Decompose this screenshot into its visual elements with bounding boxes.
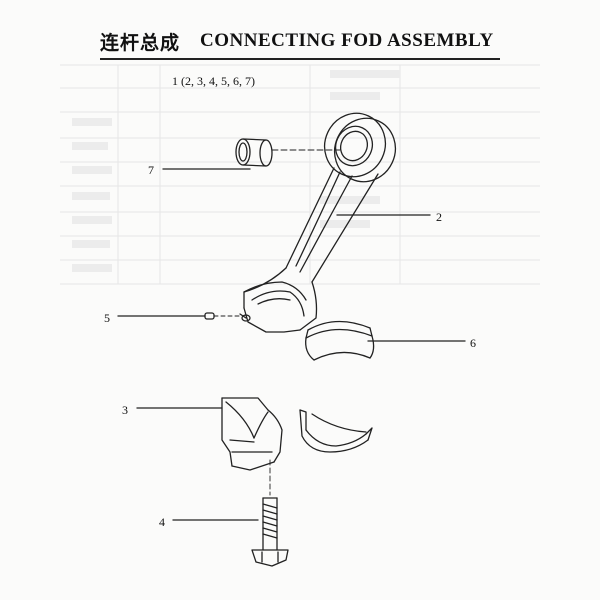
- title-underline: [100, 58, 500, 60]
- lower-bearing-shell: [299, 409, 373, 453]
- connecting-rod-body: [239, 112, 397, 333]
- callout-7: 7: [148, 163, 154, 177]
- callout-2: 2: [436, 210, 442, 224]
- callout-4: 4: [159, 515, 165, 529]
- callout-3: 3: [122, 403, 128, 417]
- rod-bolt: [251, 497, 289, 567]
- small-end-bushing: [235, 138, 273, 167]
- upper-bearing-shell: [305, 320, 375, 361]
- rod-cap: [221, 397, 283, 471]
- dowel-pin: [204, 312, 215, 320]
- callout-6: 6: [470, 336, 476, 350]
- assembly-sub-label: 1 (2, 3, 4, 5, 6, 7): [172, 74, 255, 88]
- title-english: CONNECTING FOD ASSEMBLY: [200, 30, 494, 51]
- title-chinese: 连杆总成: [100, 32, 181, 54]
- callout-5: 5: [104, 311, 110, 325]
